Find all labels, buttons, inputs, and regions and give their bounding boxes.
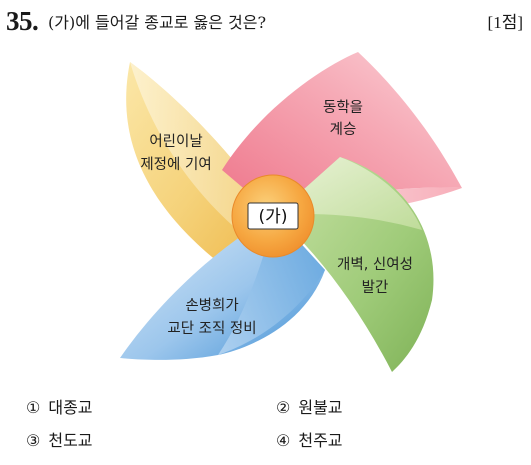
choice-3-label: 천도교: [48, 431, 93, 450]
choice-2-mark: ②: [276, 398, 291, 417]
choice-2[interactable]: ② 원불교: [276, 398, 343, 418]
choice-2-label: 원불교: [298, 398, 343, 417]
choice-4[interactable]: ④ 천주교: [276, 431, 343, 451]
choice-1-mark: ①: [26, 398, 41, 417]
choice-4-mark: ④: [276, 431, 291, 450]
blade-pink-label-line2: 계승: [330, 121, 357, 138]
question-points: [1점]: [487, 13, 523, 32]
question-text: (가)에 들어갈 종교로 옳은 것은?: [48, 13, 267, 32]
blade-blue-label-line1: 손병희가: [185, 297, 238, 314]
question-header: 35. (가)에 들어갈 종교로 옳은 것은? [1점]: [6, 6, 525, 40]
blade-blue-label-line2: 교단 조직 정비: [167, 320, 256, 337]
choice-3-mark: ③: [26, 431, 41, 450]
blade-green-label-line2: 발간: [362, 279, 389, 296]
blade-pink-label-line1: 동학을: [323, 99, 363, 116]
blade-yellow-label-line1: 어린이날: [149, 133, 202, 150]
choice-3[interactable]: ③ 천도교: [26, 431, 93, 451]
pinwheel-hub: (가): [231, 174, 315, 258]
hub-label: (가): [259, 207, 288, 227]
question-number: 35.: [6, 6, 39, 36]
choice-1-label: 대종교: [48, 398, 93, 417]
choice-1[interactable]: ① 대종교: [26, 398, 93, 418]
blade-yellow-label-line2: 제정에 기여: [140, 156, 211, 173]
choice-4-label: 천주교: [298, 431, 343, 450]
blade-green-label-line1: 개벽, 신여성: [337, 256, 413, 273]
